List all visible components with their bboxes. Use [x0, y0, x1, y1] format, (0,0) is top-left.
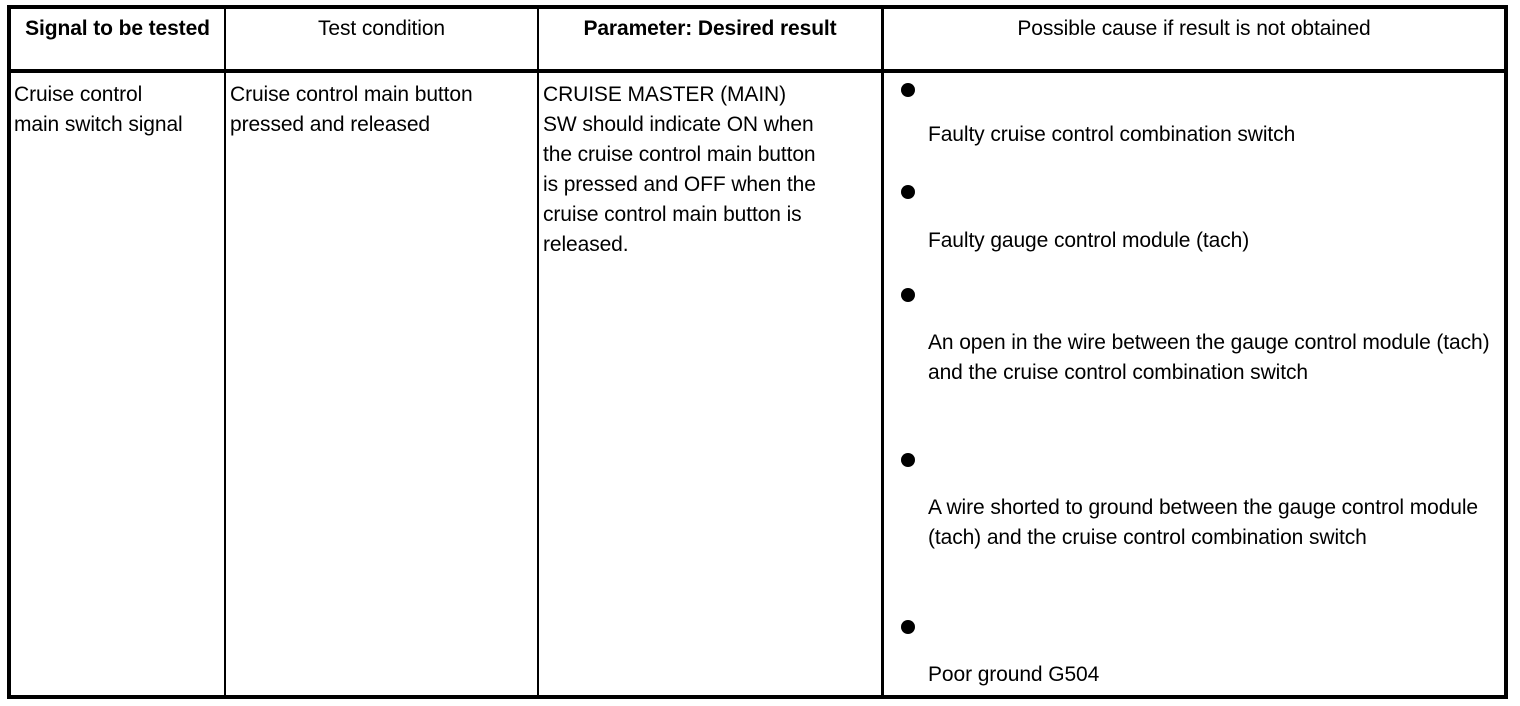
cell-test-condition: Cruise control main button pressed and r…	[226, 73, 539, 695]
table-header-row: Signal to be tested Test condition Param…	[11, 9, 1504, 73]
test-condition-text: Cruise control main button pressed and r…	[230, 83, 473, 136]
possible-cause-text: An open in the wire between the gauge co…	[928, 331, 1490, 384]
cell-signal-to-be-tested: Cruise control main switch signal	[11, 73, 226, 695]
signal-text: Cruise control main switch signal	[14, 83, 183, 136]
bullet-icon	[901, 453, 915, 467]
cell-parameter-desired-result: CRUISE MASTER (MAIN) SW should indicate …	[539, 73, 884, 695]
parameter-text: CRUISE MASTER (MAIN) SW should indicate …	[543, 83, 816, 256]
bullet-icon	[901, 288, 915, 302]
cell-possible-cause: Faulty cruise control combination switch…	[884, 73, 1504, 695]
bullet-icon	[901, 620, 915, 634]
possible-cause-text: Faulty cruise control combination switch	[928, 123, 1296, 146]
column-header-signal-to-be-tested: Signal to be tested	[11, 9, 226, 69]
column-header-test-condition: Test condition	[226, 9, 539, 69]
bullet-icon	[901, 185, 915, 199]
diagnostic-table: Signal to be tested Test condition Param…	[7, 5, 1508, 699]
bullet-icon	[901, 83, 915, 97]
table-inner: Signal to be tested Test condition Param…	[11, 9, 1504, 695]
table-row: Cruise control main switch signal Cruise…	[11, 73, 1504, 695]
possible-cause-text: Poor ground G504	[928, 663, 1100, 686]
column-header-parameter-desired-result: Parameter: Desired result	[539, 9, 884, 69]
possible-cause-text: A wire shorted to ground between the gau…	[928, 496, 1479, 549]
column-header-possible-cause: Possible cause if result is not obtained	[1017, 17, 1371, 40]
possible-cause-text: Faulty gauge control module (tach)	[928, 229, 1250, 252]
